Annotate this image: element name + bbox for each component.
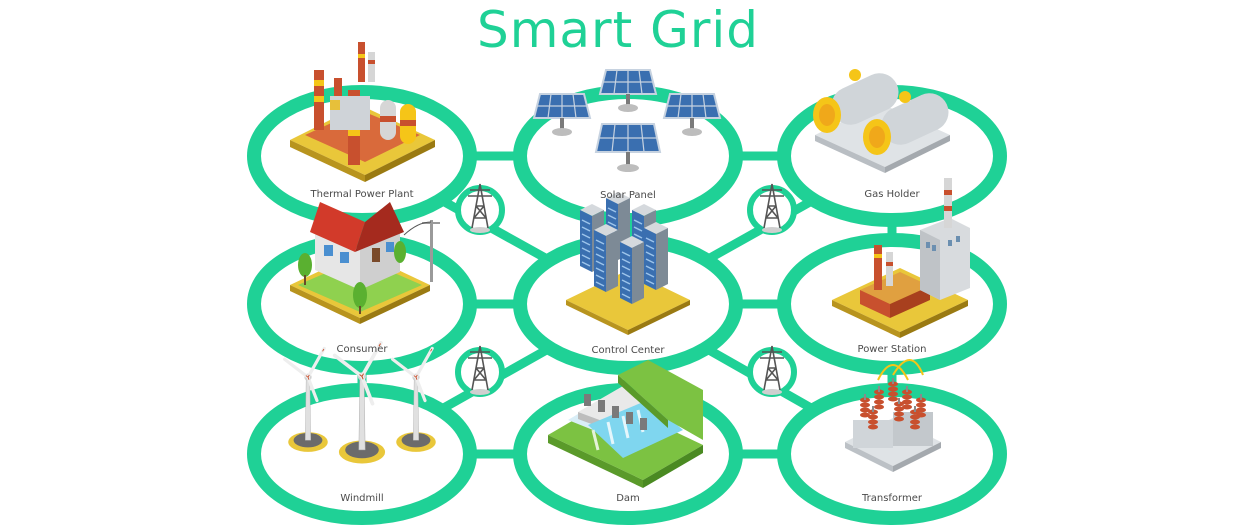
label-gas: Gas Holder (864, 189, 920, 200)
power-station-icon (832, 178, 970, 338)
label-dam: Dam (616, 493, 640, 504)
transmission-tower-icon (455, 183, 505, 235)
transformer-icon (845, 359, 941, 472)
server-rack-icon (566, 192, 690, 335)
towers-layer (455, 183, 797, 397)
solar-panel-icon (532, 69, 722, 172)
wind-turbine-icon (283, 340, 436, 464)
transmission-tower-icon (747, 345, 797, 397)
thermal-power-plant-icon (290, 42, 435, 182)
page-title: Smart Grid (476, 1, 760, 59)
dam-icon (548, 360, 703, 488)
label-transformer: Transformer (861, 493, 923, 504)
label-power: Power Station (858, 344, 927, 355)
label-windmill: Windmill (340, 493, 383, 504)
label-solar: Solar Panel (600, 190, 656, 201)
transmission-tower-icon (747, 183, 797, 235)
label-control: Control Center (592, 345, 666, 356)
label-thermal: Thermal Power Plant (310, 189, 414, 200)
transmission-tower-icon (455, 345, 505, 397)
node-labels: Thermal Power Plant Solar Panel Gas Holder… (310, 189, 927, 504)
house-icon (290, 202, 440, 324)
gas-holder-icon (813, 69, 950, 173)
label-consumer: Consumer (337, 344, 389, 355)
